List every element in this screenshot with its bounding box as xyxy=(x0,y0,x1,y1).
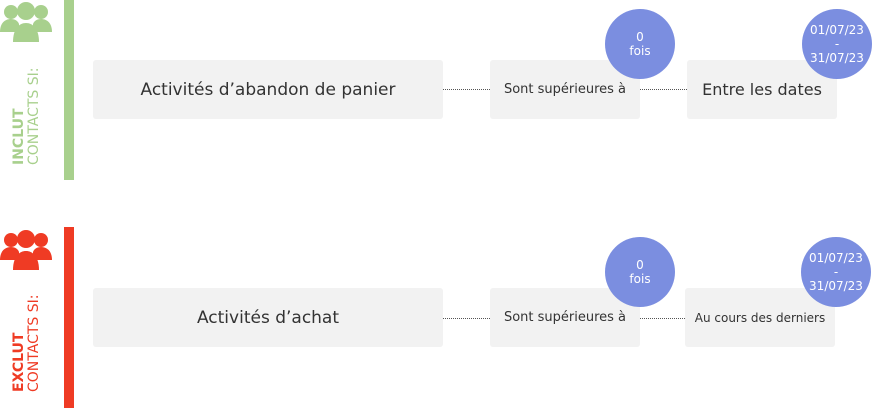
exclude-title: EXCLUT xyxy=(11,332,27,392)
exclude-date-end: 31/07/23 xyxy=(809,279,863,293)
exclude-date-start: 01/07/23 xyxy=(809,251,863,265)
exclude-count-unit: fois xyxy=(629,272,651,286)
exclude-period-box[interactable]: Au cours des derniers xyxy=(685,288,835,347)
include-count-bubble: 0 fois xyxy=(605,9,675,79)
exclude-bar xyxy=(64,227,74,408)
include-activity-label: Activités d’abandon de panier xyxy=(140,79,396,100)
include-activity-box[interactable]: Activités d’abandon de panier xyxy=(93,60,443,119)
exclude-activity-box[interactable]: Activités d’achat xyxy=(93,288,443,347)
include-connector-2 xyxy=(640,89,687,90)
include-count-value: 0 xyxy=(636,30,644,44)
exclude-date-bubble: 01/07/23 - 31/07/23 xyxy=(801,237,871,307)
include-count-unit: fois xyxy=(629,44,651,58)
include-date-bubble: 01/07/23 - 31/07/23 xyxy=(802,9,872,79)
exclude-condition-box[interactable]: Sont supérieures à xyxy=(490,288,640,347)
exclude-period-label: Au cours des derniers xyxy=(694,310,826,325)
people-group-include-icon xyxy=(0,2,52,42)
exclude-label: EXCLUT CONTACTS SI: xyxy=(11,294,42,392)
include-period-label: Entre les dates xyxy=(702,80,822,99)
include-condition-label: Sont supérieures à xyxy=(503,82,627,97)
include-date-end: 31/07/23 xyxy=(810,51,864,65)
exclude-date-sep: - xyxy=(833,265,839,279)
exclude-condition-label: Sont supérieures à xyxy=(503,310,627,325)
include-title: INCLUT xyxy=(11,108,27,165)
exclude-count-value: 0 xyxy=(636,258,644,272)
exclude-connector-1 xyxy=(443,318,490,319)
include-condition-box[interactable]: Sont supérieures à xyxy=(490,60,640,119)
include-label: INCLUT CONTACTS SI: xyxy=(11,67,42,165)
exclude-count-bubble: 0 fois xyxy=(605,237,675,307)
include-connector-1 xyxy=(443,89,490,90)
exclude-activity-label: Activités d’achat xyxy=(196,307,340,328)
exclude-connector-2 xyxy=(640,318,685,319)
include-period-box[interactable]: Entre les dates xyxy=(687,60,837,119)
people-group-exclude-icon xyxy=(0,230,52,270)
include-date-sep: - xyxy=(834,37,840,51)
include-date-start: 01/07/23 xyxy=(810,23,864,37)
include-bar xyxy=(64,0,74,180)
include-subtitle: CONTACTS SI: xyxy=(26,67,42,165)
exclude-subtitle: CONTACTS SI: xyxy=(26,294,42,392)
